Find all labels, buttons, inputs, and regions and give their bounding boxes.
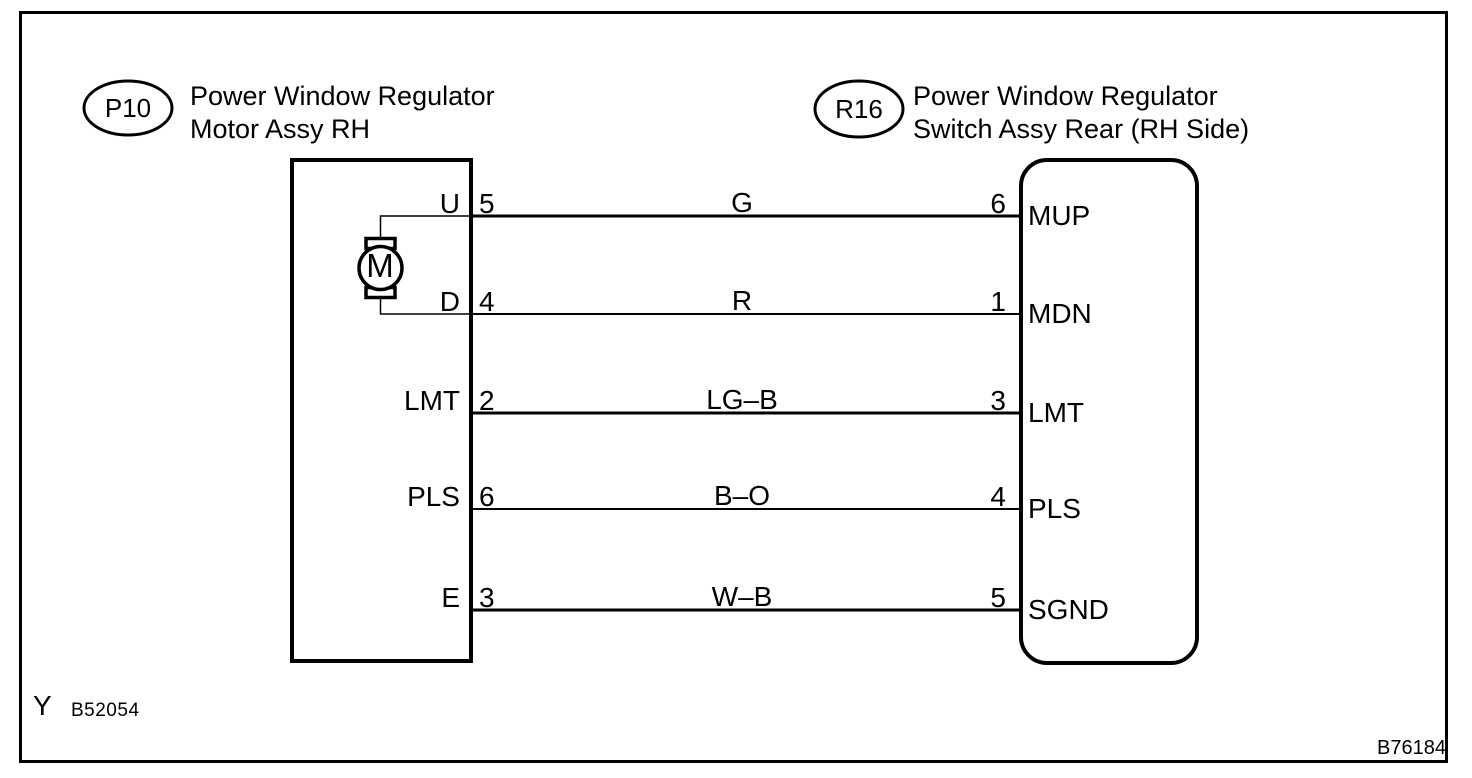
left-pin-number: 3 bbox=[479, 582, 495, 613]
motor-down-lead-line bbox=[379, 297, 470, 315]
left-pin-label: LMT bbox=[404, 385, 460, 416]
right-pin-label: MUP bbox=[1028, 200, 1091, 231]
right-pin-label: MDN bbox=[1028, 298, 1092, 329]
wire-color-label: LG–B bbox=[706, 384, 778, 415]
left-connector-title-line1: Power Window Regulator bbox=[190, 81, 495, 111]
motor-circle bbox=[357, 244, 404, 292]
left-connector-code: P10 bbox=[104, 92, 152, 123]
left-connector-title-line2: Motor Assy RH bbox=[190, 114, 371, 144]
motor-label: M bbox=[366, 247, 394, 284]
left-pin-label: PLS bbox=[407, 481, 460, 512]
right-pin-label: SGND bbox=[1028, 594, 1109, 625]
left-connector-title: Power Window Regulator Motor Assy RH bbox=[190, 80, 495, 146]
right-pin-number: 1 bbox=[990, 286, 1006, 317]
left-pin-number: 6 bbox=[479, 481, 495, 512]
wire-color-label: W–B bbox=[711, 581, 773, 612]
left-pin-label: U bbox=[439, 188, 460, 219]
motor-symbol bbox=[357, 215, 470, 315]
right-connector-title-line1: Power Window Regulator bbox=[913, 81, 1218, 111]
left-pin-number: 4 bbox=[479, 286, 495, 317]
left-pin-number: 2 bbox=[479, 385, 495, 416]
outer-border bbox=[19, 11, 1448, 763]
right-pin-number: 3 bbox=[990, 385, 1006, 416]
right-pin-label: PLS bbox=[1028, 493, 1081, 524]
right-pin-number: 5 bbox=[990, 582, 1006, 613]
left-pin-label: D bbox=[439, 286, 460, 317]
footer-right-code: B76184 bbox=[1377, 737, 1446, 759]
right-connector-code-ellipse bbox=[813, 79, 905, 139]
left-pin-number: 5 bbox=[479, 188, 495, 219]
left-pin-label: E bbox=[441, 582, 460, 613]
left-connector-code-ellipse bbox=[82, 79, 174, 137]
motor-up-lead-line bbox=[379, 215, 470, 238]
right-pin-number: 6 bbox=[990, 188, 1006, 219]
right-pin-number: 4 bbox=[990, 481, 1006, 512]
right-pin-label: LMT bbox=[1028, 397, 1084, 428]
wire-color-label: R bbox=[731, 285, 753, 316]
wire-color-label: B–O bbox=[713, 480, 771, 511]
footer-left-code: B52054 bbox=[71, 700, 140, 721]
wire-lines bbox=[469, 214, 1021, 612]
right-connector-title: Power Window Regulator Switch Assy Rear … bbox=[913, 80, 1249, 146]
left-connector-box bbox=[290, 158, 473, 663]
right-connector-title-line2: Switch Assy Rear (RH Side) bbox=[913, 114, 1250, 144]
wire-color-label: G bbox=[731, 187, 753, 218]
footer-left-mark: Y bbox=[33, 690, 52, 721]
right-connector-code: R16 bbox=[835, 93, 883, 124]
